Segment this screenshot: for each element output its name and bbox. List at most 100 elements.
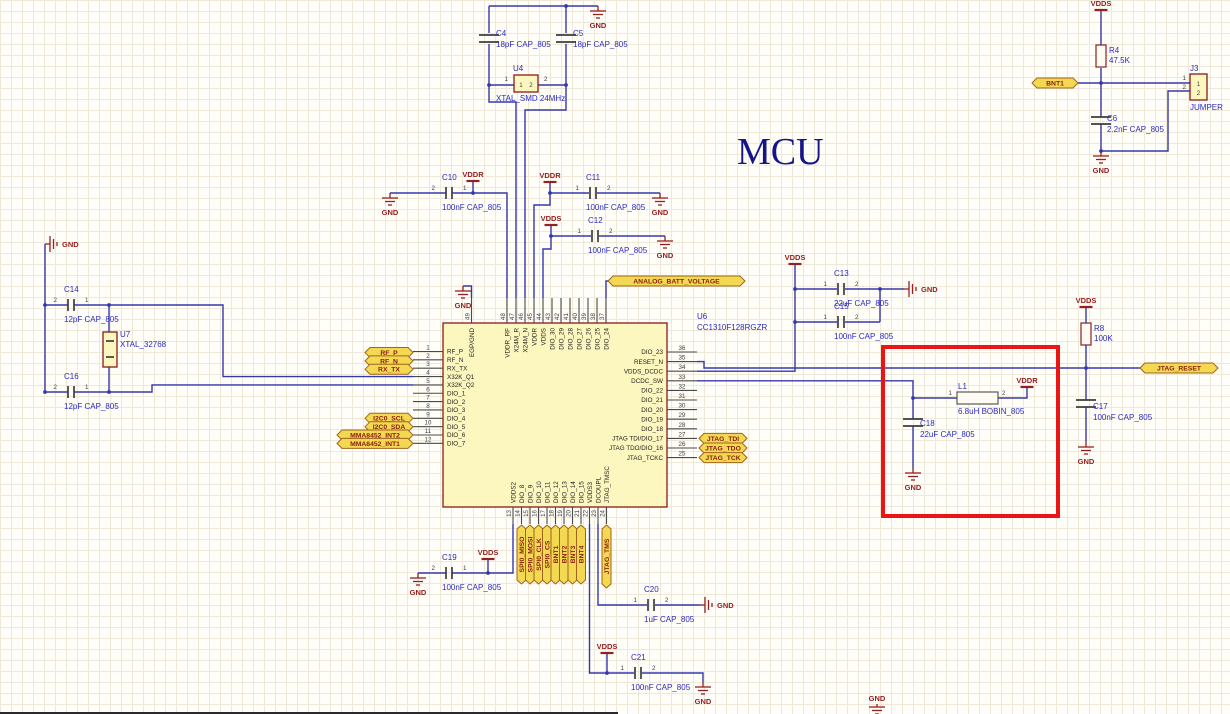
wire[interactable]	[697, 380, 957, 399]
mcu-chip-U6[interactable]: U6CC1310F128RGZR1RF_P2RF_N3RX_TX4X32K_Q1…	[413, 298, 767, 524]
port-bnt1-bottom[interactable]: BNT1	[550, 524, 561, 585]
wire[interactable]	[452, 524, 514, 574]
wire[interactable]	[642, 672, 704, 682]
label: JTAG TDO/DIO_16	[609, 445, 664, 452]
port-bnt3[interactable]: BNT3	[567, 524, 578, 585]
port-spi0_mosi[interactable]: SPI0_MOSI	[525, 524, 535, 585]
label: DIO_7	[447, 441, 466, 448]
label: L1	[958, 382, 967, 391]
highlight-rectangle[interactable]	[881, 345, 1060, 518]
power-flag-vdds[interactable]: VDDS	[785, 253, 806, 266]
port-jtag_tms[interactable]: JTAG_TMS	[601, 524, 612, 589]
wire[interactable]	[524, 44, 567, 298]
power-flag-vdds[interactable]: VDDS	[1091, 0, 1112, 12]
port-spi0_miso[interactable]: SPI0_MISO	[516, 524, 527, 585]
port-jtag_tdi[interactable]: JTAG_TDI	[698, 432, 748, 444]
label: VDDR	[1016, 376, 1038, 385]
label: VDDR_RF	[505, 328, 512, 358]
gnd-symbol[interactable]: GND	[590, 6, 607, 30]
wire[interactable]	[452, 192, 508, 298]
gnd-symbol[interactable]: GND	[382, 193, 399, 217]
label: 45	[527, 313, 534, 320]
label: 5	[426, 378, 430, 385]
wire[interactable]	[463, 285, 473, 298]
label: 1	[824, 314, 828, 321]
port-jtag_reset[interactable]: JTAG_RESET	[1139, 362, 1219, 374]
wire[interactable]	[998, 387, 1028, 399]
gnd-symbol[interactable]: GND	[657, 236, 674, 260]
gnd-symbol[interactable]: GND	[1078, 442, 1095, 466]
capacitor-C6[interactable]: C62.2nF CAP_805	[1091, 114, 1164, 134]
gnd-symbol[interactable]: GND	[652, 193, 669, 217]
power-flag-vddr[interactable]: VDDR	[462, 170, 484, 183]
label: DIO_23	[641, 349, 663, 356]
gnd-symbol[interactable]: GND	[869, 694, 886, 714]
port-jtag_tdo[interactable]: JTAG_TDO	[698, 442, 748, 454]
port-jtag_tck[interactable]: JTAG_TCK	[698, 452, 748, 464]
port-bnt2[interactable]: BNT2	[559, 524, 569, 585]
port-spi0_clk[interactable]: SPI0_CLK	[533, 524, 544, 585]
port-mma8452_int1[interactable]: MMA8452_INT1	[336, 437, 414, 449]
wire[interactable]	[488, 44, 517, 298]
label: 2	[54, 384, 58, 391]
sheet-title[interactable]: MCU	[737, 131, 824, 173]
power-flag-vdds[interactable]: VDDS	[478, 548, 499, 561]
gnd-symbol[interactable]: GND	[695, 682, 712, 706]
label: 13	[506, 509, 513, 516]
gnd-symbol[interactable]: GND	[455, 286, 472, 310]
gnd-symbol[interactable]: GND	[45, 236, 79, 252]
wire[interactable]	[697, 360, 1140, 369]
power-flag-vdds[interactable]: VDDS	[597, 642, 618, 655]
gnd-symbol[interactable]: GND	[905, 468, 922, 492]
port-bnt4[interactable]: BNT4	[576, 524, 586, 585]
port-spi0_cs[interactable]: SPI0_CS	[542, 524, 552, 585]
label: 1	[519, 82, 523, 89]
label: 7	[426, 395, 430, 402]
label: 36	[679, 345, 686, 352]
label: 19	[557, 509, 564, 516]
wire[interactable]	[109, 304, 413, 378]
gnd-symbol[interactable]: GND	[904, 281, 938, 297]
label: JTAG_TMSC	[604, 466, 611, 503]
label: 1	[949, 390, 953, 397]
label: 1uF CAP_805	[644, 615, 695, 624]
port-rx_tx[interactable]: RX_TX	[364, 363, 414, 375]
power-flag-vdds[interactable]: VDDS	[541, 214, 562, 227]
gnd-symbol[interactable]: GND	[700, 597, 734, 613]
wire[interactable]	[597, 524, 647, 606]
wire[interactable]	[542, 236, 552, 298]
power-flag-vddr[interactable]: VDDR	[539, 171, 561, 184]
port-bnt1-top[interactable]: BNT1	[1031, 77, 1079, 89]
wire[interactable]	[109, 384, 413, 393]
wire[interactable]	[588, 524, 635, 674]
wire[interactable]	[533, 193, 551, 298]
wire[interactable]	[1101, 90, 1190, 152]
gnd-symbol[interactable]: GND	[1093, 151, 1110, 175]
power-flag-vddr[interactable]: VDDR	[1016, 376, 1038, 389]
wire[interactable]	[697, 264, 796, 372]
wire[interactable]	[605, 280, 608, 298]
power-flag-vdds[interactable]: VDDS	[1076, 296, 1097, 309]
port-analog_batt_voltage[interactable]: ANALOG_BATT_VOLTAGE	[607, 275, 746, 287]
gnd-symbol[interactable]: GND	[410, 573, 427, 597]
